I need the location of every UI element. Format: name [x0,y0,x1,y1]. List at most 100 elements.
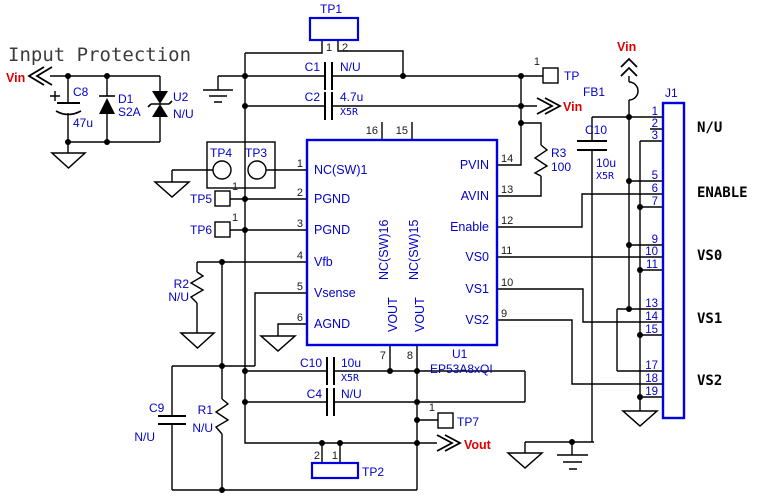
tp2-label: TP2 [362,465,384,479]
u1-pin12-num: 12 [501,215,513,227]
u1-pin4-name: Vfb [314,255,333,269]
c8-ref: C8 [73,85,89,99]
c2-value: 4.7u [340,90,363,104]
tp1-pin1: 1 [326,42,332,54]
c10out-value: 10u [341,356,361,370]
diodes [99,91,173,117]
u1-pin16-num: 16 [366,125,378,137]
c1-value: N/U [340,60,361,74]
tp1-pin2: 2 [342,42,348,54]
u1-pin3-name: PGND [314,223,350,237]
c2-ref: C2 [305,90,321,104]
tp-square [542,67,559,84]
j1-pin-10: 10 [645,246,658,258]
u1-box [305,138,499,347]
capacitor-plates [50,62,607,425]
vin-right-arrow-icon [536,97,562,115]
j1-ref: J1 [665,86,678,100]
tp4-label: TP4 [210,146,232,160]
c10in-ref: C10 [585,123,607,137]
c10out-ref: C10 [300,356,322,370]
u1-pin8-name: VOUT [413,297,427,332]
j1-pin-1: 1 [652,106,658,118]
c2-dielectric: X5R [340,107,359,118]
vout-label: Vout [464,438,492,452]
r1-value: N/U [192,421,213,435]
j1-pin-18: 18 [645,373,658,385]
u1-ref: U1 [452,347,468,361]
tp1-label: TP1 [320,2,342,16]
earth-ground-icon [203,89,588,470]
c1-ref: C1 [305,60,321,74]
u2-ref: U2 [173,90,189,104]
tp2-box [310,461,360,480]
tp4-tp3-box [206,141,276,189]
u1-pin14-name: PVIN [460,158,489,172]
gnd-triangles [50,152,659,470]
c8-curved-plate [55,110,82,116]
u2-value: N/U [173,107,194,121]
component-boxes [305,16,686,480]
j1-pin-13: 13 [645,298,658,310]
labels: Input Protection Vin C8 47u D1 S2A U2 N/… [6,2,636,479]
u1-pin7-num: 7 [380,350,386,362]
fb1-ref: FB1 [583,85,605,99]
tp-label: TP [564,69,579,83]
u1-pin9-name: VS2 [465,313,489,327]
u1-pin5-num: 5 [297,281,303,293]
tp7-label: TP7 [457,415,479,429]
tp5-label: TP5 [190,192,212,206]
vin-top-label: Vin [617,40,636,54]
u1-pin4-num: 4 [297,250,303,262]
u1-pin11-num: 11 [501,245,512,257]
j1-pin-15: 15 [645,324,658,336]
u1-pin15-num: 15 [396,125,408,137]
c9-ref: C9 [149,401,165,415]
vin-top-arrow-icon [620,57,638,77]
page-title: Input Protection [8,44,191,66]
c10in-dielectric: X5R [596,171,615,182]
u1-pin14-num: 14 [501,153,513,165]
tp5-pin1: 1 [232,181,238,193]
u1-pin11-name: VS0 [465,250,489,264]
j1-label-nu: N/U [697,120,722,136]
r2-body [189,271,205,304]
j1-pin-6: 6 [652,183,658,195]
resistors [189,144,549,435]
u2-bar [147,100,173,108]
u1-pin16-name: NC(SW)16 [377,220,391,280]
j1-pin-19: 19 [645,386,658,398]
u1-pin15-name: NC(SW)15 [407,220,421,280]
j1-connector: J1 1 2 3 5 6 7 9 10 11 13 14 15 17 18 19… [645,86,747,398]
u1-pin1-num: 1 [297,158,303,170]
j1-pin-14: 14 [645,311,658,323]
j1-pin-2: 2 [652,118,658,130]
tp3-circle [247,160,267,180]
fb1-bead-icon [628,81,639,101]
u1-pin10-num: 10 [501,277,513,289]
u1-ic: 1 2 3 4 5 6 NC(SW)1 PGND PGND Vfb Vsense… [297,125,513,376]
u1-pin2-name: PGND [314,192,350,206]
c10out-dielectric: X5R [341,373,360,384]
c4-value: N/U [341,387,362,401]
j1-pin-5: 5 [652,170,658,182]
junction-dots [65,73,643,493]
cap-plate-lines [57,62,607,425]
r1-ref: R1 [198,403,214,417]
r3-ref: R3 [551,146,567,160]
j1-label-enable: ENABLE [697,185,748,201]
u1-pin1-name: NC(SW)1 [314,163,368,177]
tp1-box [308,16,360,42]
c8-value: 47u [73,116,93,130]
tp3-label: TP3 [245,146,267,160]
c10in-value: 10u [596,156,616,170]
j1-pin-17: 17 [645,360,658,372]
u1-part: EP53A8xQI [430,362,493,376]
vin-right-label: Vin [563,100,582,114]
tp6-pin1: 1 [232,212,238,224]
j1-label-vs0: VS0 [697,248,722,264]
u1-pin3-num: 3 [297,218,303,230]
tp-pin1: 1 [534,56,540,68]
u1-pin6-name: AGND [314,317,350,331]
